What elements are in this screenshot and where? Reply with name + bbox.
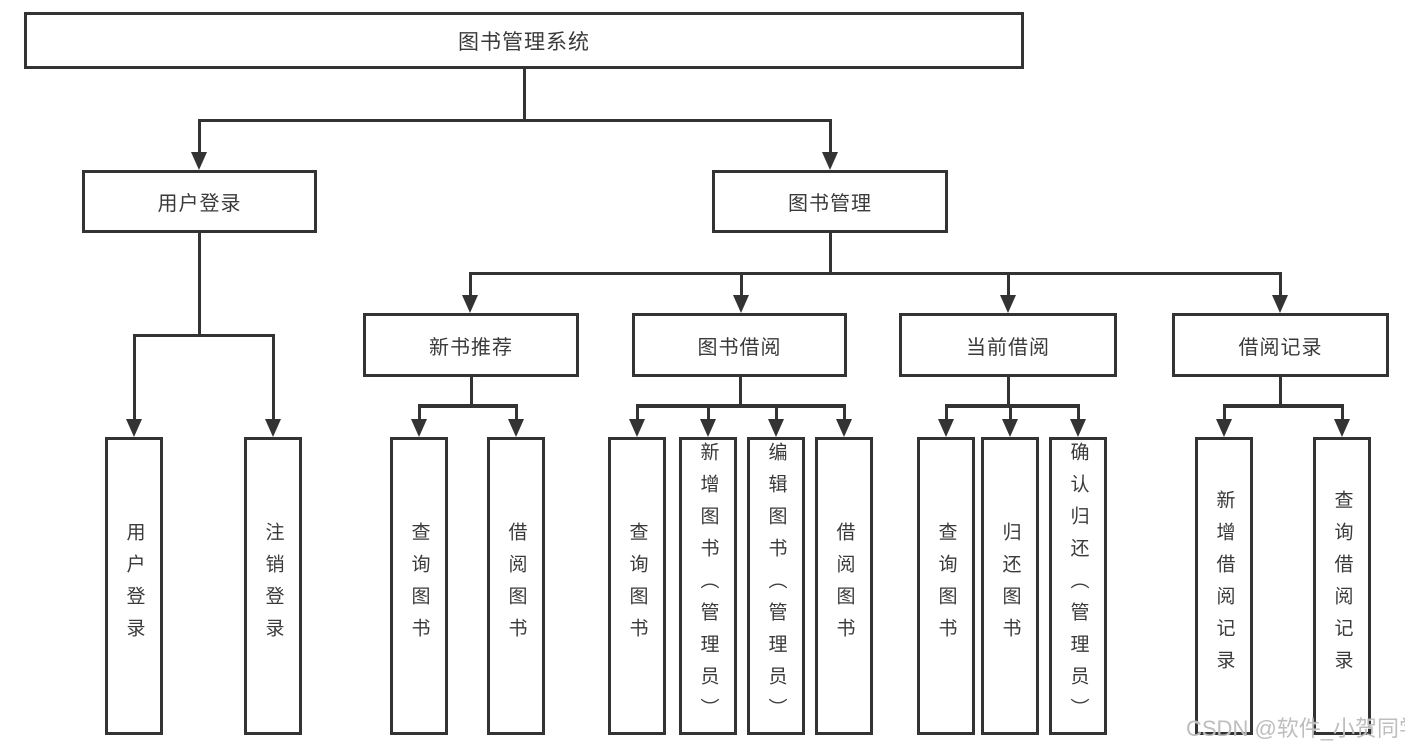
leaf-logout: 注销登录 — [244, 437, 302, 735]
leaf-borrow-books-recommend: 借阅图书 — [487, 437, 545, 735]
connector-line — [829, 119, 832, 155]
leaf-query-books-borrow: 查询图书 — [608, 437, 666, 735]
connector-line — [133, 334, 136, 422]
node-user-login: 用户登录 — [82, 170, 317, 233]
leaf-return-books: 归还图书 — [981, 437, 1039, 735]
arrow-down-icon — [629, 419, 645, 437]
connector-line — [739, 375, 742, 407]
connector-line — [523, 68, 526, 122]
leaf-query-borrow-record: 查询借阅记录 — [1313, 437, 1371, 735]
connector-line — [945, 404, 1080, 408]
connector-line — [1223, 404, 1344, 408]
arrow-down-icon — [1070, 419, 1086, 437]
connector-line — [636, 404, 639, 422]
connector-line — [740, 272, 743, 298]
arrow-down-icon — [1002, 419, 1018, 437]
connector-line — [707, 404, 710, 422]
connector-line — [1279, 375, 1282, 407]
connector-line — [1007, 375, 1010, 407]
node-new-book-recommend: 新书推荐 — [363, 313, 579, 377]
connector-line — [1279, 272, 1282, 298]
connector-line — [469, 272, 472, 298]
connector-line — [775, 404, 778, 422]
connector-line — [843, 404, 846, 422]
watermark-text: CSDN @软件_小贺同学 — [1186, 716, 1405, 741]
connector-line — [418, 404, 518, 408]
connector-line — [829, 231, 832, 275]
connector-line — [418, 404, 421, 422]
node-book-borrow: 图书借阅 — [632, 313, 847, 377]
leaf-edit-book-admin: 编辑图书（管理员） — [747, 437, 805, 735]
connector-line — [1007, 272, 1010, 298]
leaf-add-borrow-record: 新增借阅记录 — [1195, 437, 1253, 735]
arrow-down-icon — [462, 295, 478, 313]
node-book-management: 图书管理 — [712, 170, 948, 233]
connector-line — [198, 119, 832, 122]
connector-line — [133, 334, 275, 337]
node-borrow-records: 借阅记录 — [1172, 313, 1389, 377]
leaf-add-book-admin: 新增图书（管理员） — [679, 437, 737, 735]
arrow-down-icon — [508, 419, 524, 437]
arrow-down-icon — [265, 419, 281, 437]
connector-line — [470, 375, 473, 407]
leaf-borrow-books: 借阅图书 — [815, 437, 873, 735]
node-library-management-system: 图书管理系统 — [24, 12, 1024, 69]
connector-line — [198, 231, 201, 337]
arrow-down-icon — [938, 419, 954, 437]
connector-line — [515, 404, 518, 422]
arrow-down-icon — [411, 419, 427, 437]
leaf-query-books-recommend: 查询图书 — [390, 437, 448, 735]
leaf-query-books-current: 查询图书 — [917, 437, 975, 735]
arrow-down-icon — [733, 295, 749, 313]
connector-line — [469, 272, 1282, 275]
arrow-down-icon — [1000, 295, 1016, 313]
arrow-down-icon — [191, 152, 207, 170]
connector-line — [1223, 404, 1226, 422]
leaf-confirm-return-admin: 确认归还（管理员） — [1049, 437, 1107, 735]
connector-line — [272, 334, 275, 422]
node-current-borrow: 当前借阅 — [899, 313, 1117, 377]
arrow-down-icon — [768, 419, 784, 437]
arrow-down-icon — [1334, 419, 1350, 437]
arrow-down-icon — [700, 419, 716, 437]
connector-line — [198, 119, 201, 155]
connector-line — [1077, 404, 1080, 422]
arrow-down-icon — [822, 152, 838, 170]
leaf-user-login: 用户登录 — [105, 437, 163, 735]
arrow-down-icon — [1272, 295, 1288, 313]
arrow-down-icon — [1216, 419, 1232, 437]
connector-line — [1009, 404, 1012, 422]
connector-line — [636, 404, 846, 408]
arrow-down-icon — [836, 419, 852, 437]
connector-line — [945, 404, 948, 422]
connector-line — [1341, 404, 1344, 422]
arrow-down-icon — [126, 419, 142, 437]
